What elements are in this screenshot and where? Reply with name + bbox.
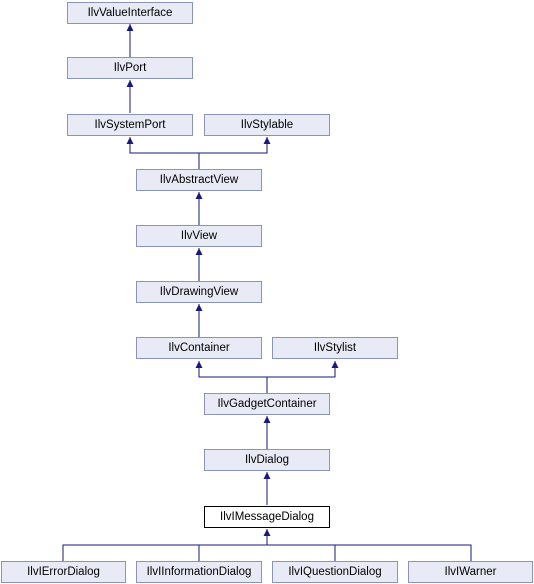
node-drawing-view[interactable]: IlvDrawingView: [136, 281, 262, 303]
edge-gadgetcontainer-to-stylist: [267, 361, 339, 378]
edge-abstractview-to-systemport: [126, 137, 200, 169]
node-question-dialog[interactable]: IlvIQuestionDialog: [272, 561, 398, 583]
node-stylist[interactable]: IlvStylist: [272, 337, 398, 359]
node-gadget-container[interactable]: IlvGadgetContainer: [204, 393, 330, 415]
node-information-dialog[interactable]: IlvIInformationDialog: [136, 561, 262, 583]
node-value-interface[interactable]: IlvValueInterface: [67, 2, 193, 24]
node-system-port[interactable]: IlvSystemPort: [67, 114, 193, 136]
node-view[interactable]: IlvView: [136, 225, 262, 247]
edge-warner-to-messagedialog: [267, 544, 472, 561]
edge-errordialog-to-messagedialog: [62, 529, 271, 561]
node-abstract-view[interactable]: IlvAbstractView: [136, 169, 262, 191]
edge-gadgetcontainer-to-container: [195, 361, 268, 393]
node-port[interactable]: IlvPort: [67, 57, 193, 79]
node-container[interactable]: IlvContainer: [136, 337, 262, 359]
node-dialog[interactable]: IlvDialog: [204, 449, 330, 471]
node-stylable[interactable]: IlvStylable: [204, 114, 330, 136]
node-warner[interactable]: IlvIWarner: [408, 561, 533, 583]
edge-abstractview-to-stylable: [199, 137, 271, 154]
node-error-dialog[interactable]: IlvIErrorDialog: [1, 561, 126, 583]
node-message-dialog: IlvIMessageDialog: [204, 506, 330, 528]
